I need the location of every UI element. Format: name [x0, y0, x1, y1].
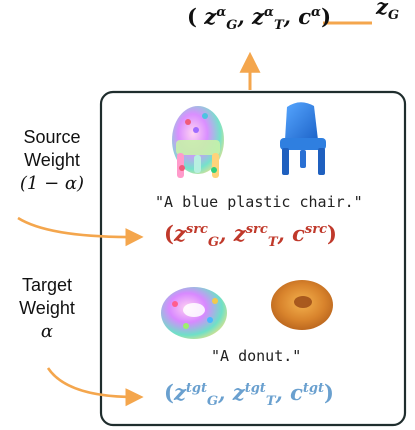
source-c-sup: src	[304, 222, 328, 237]
source-label-line1: Source	[23, 127, 81, 147]
source-comma-1: ,	[219, 221, 234, 246]
target-label-line2: Weight	[19, 298, 75, 319]
source-z1: z	[173, 221, 186, 246]
tuple-z2-sub: T	[273, 18, 284, 34]
target-z2-sup: tgt	[244, 381, 266, 396]
target-weight-label: Target Weight α	[6, 274, 88, 343]
blue-chair-image	[280, 102, 326, 175]
tuple-z1: z	[204, 4, 217, 29]
tuple-z2-sup: α	[263, 5, 274, 20]
target-c-sup: tgt	[302, 381, 325, 396]
source-label-line2: Weight	[24, 150, 80, 171]
donut-image	[271, 280, 333, 330]
tuple-z1-sub: G	[226, 18, 238, 34]
target-c: c	[290, 380, 303, 405]
source-z2-sup: src	[245, 222, 268, 237]
source-z2-sub: T	[267, 235, 278, 251]
source-z1-sup: src	[185, 222, 208, 237]
fragment-z: z	[376, 0, 388, 19]
tuple-paren-open: (	[187, 4, 197, 29]
target-paren-close: )	[324, 380, 334, 405]
tuple-z1-sup: α	[216, 5, 227, 20]
source-weight-label: Source Weight (1 − α)	[6, 126, 98, 195]
point-cloud-donut-image	[161, 287, 227, 339]
source-c: c	[292, 221, 305, 246]
target-label-line3: α	[40, 321, 54, 343]
target-comma-1: ,	[218, 380, 233, 405]
target-prompt-caption: "A donut."	[211, 347, 302, 365]
target-comma-2: ,	[275, 380, 291, 405]
target-z1-sup: tgt	[185, 381, 207, 396]
target-arrow	[46, 367, 144, 407]
fragment-z-sub: G	[387, 8, 400, 24]
tuple-c-sup: α	[311, 5, 322, 20]
output-tuple: ( zαG , zαT , cα )	[187, 4, 331, 33]
source-arrow	[17, 216, 144, 247]
source-z2: z	[233, 221, 246, 246]
target-z1: z	[173, 380, 186, 405]
target-paren-open: (	[164, 380, 174, 405]
tuple-paren-close: )	[321, 4, 332, 29]
tuple-comma-2: ,	[283, 4, 299, 29]
source-label-line3: (1 − α)	[19, 173, 85, 195]
target-z2: z	[232, 380, 245, 405]
target-label-line1: Target	[21, 275, 73, 295]
tuple-comma-1: ,	[237, 4, 252, 29]
target-tuple: (ztgtG, ztgtT, ctgt)	[164, 380, 334, 409]
source-tuple: (zsrcG, zsrcT, csrc)	[164, 221, 337, 250]
tuple-c: c	[298, 4, 312, 29]
tuple-z2: z	[251, 4, 264, 29]
main-box	[99, 90, 407, 427]
source-z1-sub: G	[208, 235, 220, 251]
source-paren-close: )	[327, 221, 337, 246]
target-z1-sub: G	[207, 394, 219, 410]
source-prompt-caption: "A blue plastic chair."	[155, 193, 363, 211]
top-right-fragment: zG	[376, 0, 399, 23]
source-paren-open: (	[164, 221, 174, 246]
target-z2-sub: T	[265, 394, 276, 410]
point-cloud-chair-image	[172, 106, 224, 178]
source-comma-2: ,	[277, 221, 293, 246]
